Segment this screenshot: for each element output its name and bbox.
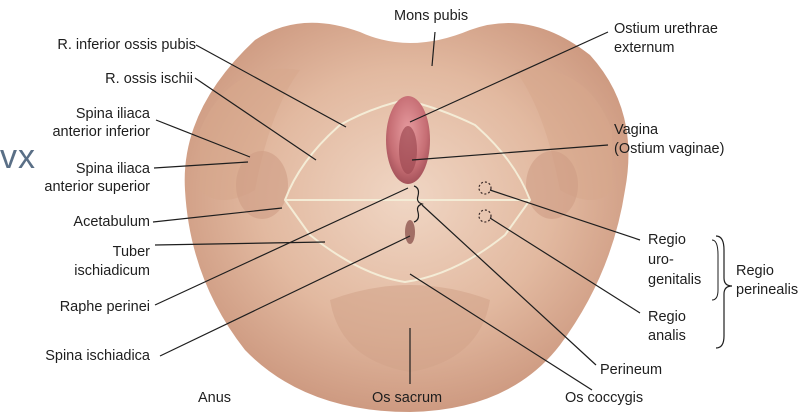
label-ostium-urethrae-2: externum (614, 40, 674, 57)
label-acetabulum: Acetabulum (0, 214, 150, 231)
label-spina-iliaca-ai-2: anterior inferior (0, 124, 150, 141)
vaginal-ostium (399, 126, 417, 174)
label-regio-urogenitalis-2: uro- (648, 252, 674, 269)
label-regio-analis-2: analis (648, 328, 686, 345)
label-regio-urogenitalis-3: genitalis (648, 272, 701, 289)
label-spina-iliaca-as-2: anterior superior (0, 179, 150, 196)
label-r-inferior-ossis-pubis: R. inferior ossis pubis (0, 37, 196, 54)
label-spina-iliaca-as-1: Spina iliaca (0, 161, 150, 178)
label-anus: Anus (198, 390, 231, 407)
left-acetabulum-shadow (236, 151, 288, 219)
label-os-coccygis: Os coccygis (565, 390, 643, 407)
label-regio-analis-1: Regio (648, 309, 686, 326)
label-vagina-2: (Ostium vaginae) (614, 141, 724, 158)
label-mons-pubis: Mons pubis (394, 8, 468, 25)
label-spina-iliaca-ai-1: Spina iliaca (0, 106, 150, 123)
anus-shape (405, 220, 415, 244)
label-r-ossis-ischii: R. ossis ischii (0, 71, 193, 88)
label-vagina-1: Vagina (614, 122, 658, 139)
label-tuber-1: Tuber (0, 244, 150, 261)
label-tuber-2: ischiadicum (0, 263, 150, 280)
label-raphe-perinei: Raphe perinei (0, 299, 150, 316)
right-acetabulum-shadow (526, 151, 578, 219)
label-spina-ischiadica: Spina ischiadica (0, 348, 150, 365)
label-os-sacrum: Os sacrum (372, 390, 442, 407)
label-regio-perinealis-2: perinealis (736, 282, 798, 299)
label-perineum: Perineum (600, 362, 662, 379)
regio-urogenitalis-brace (712, 240, 718, 300)
label-regio-urogenitalis-1: Regio (648, 232, 686, 249)
label-ostium-urethrae-1: Ostium urethrae (614, 21, 718, 38)
label-regio-perinealis-1: Regio (736, 263, 774, 280)
